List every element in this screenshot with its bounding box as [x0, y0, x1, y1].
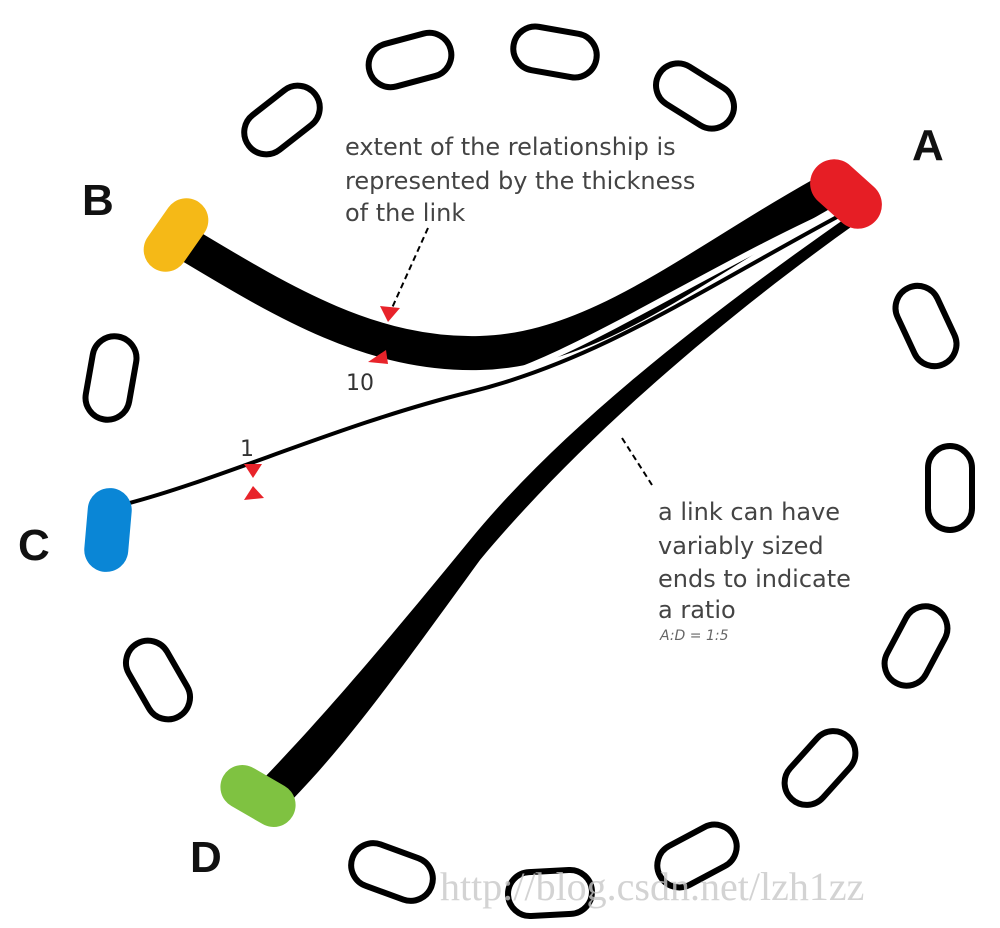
empty-segment: [781, 728, 859, 808]
empty-segment: [82, 333, 140, 423]
node-label-c: C: [18, 521, 50, 570]
marker-arrow-bottom: [368, 350, 388, 364]
empty-segment: [653, 60, 737, 132]
empty-segment: [925, 443, 975, 533]
nodes: [84, 159, 882, 827]
ratio-formula: A:D = 1:5: [659, 628, 729, 644]
annotation-line: ends to indicate: [658, 565, 851, 593]
node-d: [220, 765, 296, 827]
thickness-annotation: extent of the relationship is represente…: [345, 133, 695, 309]
empty-segment: [241, 82, 323, 158]
empty-segment: [654, 821, 740, 891]
empty-segment: [892, 282, 960, 370]
node-c: [84, 488, 132, 572]
node-label-d: D: [190, 833, 222, 882]
thickness-marker-10: 10: [346, 306, 400, 396]
annotation-line: variably sized: [658, 532, 824, 560]
annotation-line: a ratio: [658, 596, 736, 624]
ratio-annotation: a link can have variably sized ends to i…: [621, 437, 851, 644]
links: [118, 170, 858, 800]
empty-segment: [123, 637, 193, 723]
leader-line: [391, 227, 429, 309]
empty-segments: [82, 23, 975, 920]
empty-segment: [348, 840, 436, 904]
empty-segment: [881, 603, 951, 689]
node-b: [143, 198, 209, 272]
annotation-line: of the link: [345, 199, 465, 227]
thickness-value-1: 1: [240, 437, 254, 462]
marker-arrow-top: [244, 464, 262, 478]
marker-arrow-bottom: [244, 486, 264, 500]
empty-segment: [505, 866, 595, 920]
link-a-d: [262, 215, 858, 800]
empty-segment: [365, 29, 455, 91]
annotation-line: a link can have: [658, 498, 840, 526]
node-label-a: A: [912, 121, 944, 170]
link-a-c: [121, 208, 851, 507]
thickness-value-10: 10: [346, 371, 374, 396]
leader-line: [621, 437, 653, 486]
node-a: [810, 159, 882, 229]
marker-arrow-top: [380, 306, 400, 322]
empty-segment: [510, 23, 600, 81]
annotation-line: represented by the thickness: [345, 167, 695, 195]
watermark: http://blog.csdn.net/lzh1zz: [440, 864, 864, 909]
link-a-b-body: [171, 170, 847, 371]
annotation-line: extent of the relationship is: [345, 133, 676, 161]
thickness-marker-1: 1: [240, 437, 264, 500]
node-label-b: B: [82, 176, 114, 225]
